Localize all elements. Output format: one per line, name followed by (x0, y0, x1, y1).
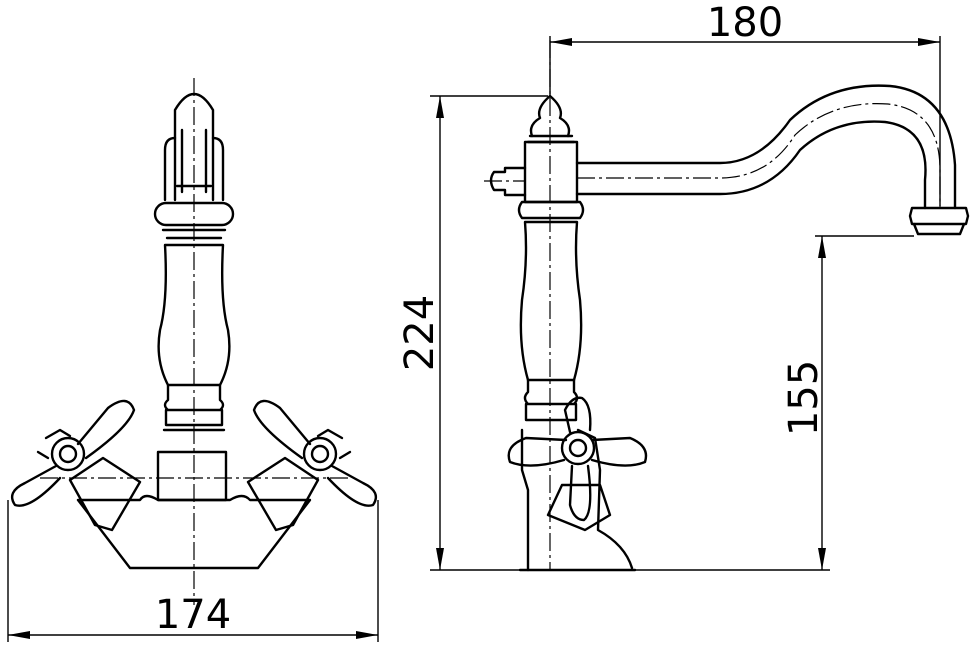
front-collar-lines (161, 228, 227, 240)
front-lower-rings (162, 383, 226, 432)
dimension-total-height: 224 (397, 95, 548, 571)
side-spout (575, 84, 970, 236)
front-top-knob (163, 92, 225, 202)
dimension-spout-height: 155 (632, 235, 914, 571)
side-view (484, 40, 970, 572)
front-right-handle (252, 399, 378, 507)
front-left-valve-body (68, 456, 142, 532)
dimension-spout-height-label: 155 (781, 360, 827, 436)
dimension-width-label: 174 (155, 592, 231, 638)
dimension-width: 174 (7, 500, 379, 642)
front-left-handle (10, 399, 136, 507)
side-base (520, 428, 634, 572)
front-view (10, 78, 378, 605)
dimension-total-height-label: 224 (397, 295, 443, 371)
side-lower-rings (523, 378, 579, 422)
side-cross-handle (507, 396, 648, 532)
front-base-block (156, 450, 228, 502)
front-right-valve-body (246, 456, 320, 532)
dimension-spout-reach-label: 180 (707, 0, 783, 46)
front-collar-ring (153, 201, 235, 227)
side-spout-collar (523, 140, 579, 204)
side-collar-ring (517, 200, 585, 220)
dimension-spout-reach: 180 (549, 0, 941, 206)
side-body (519, 220, 583, 382)
front-base (76, 494, 312, 570)
